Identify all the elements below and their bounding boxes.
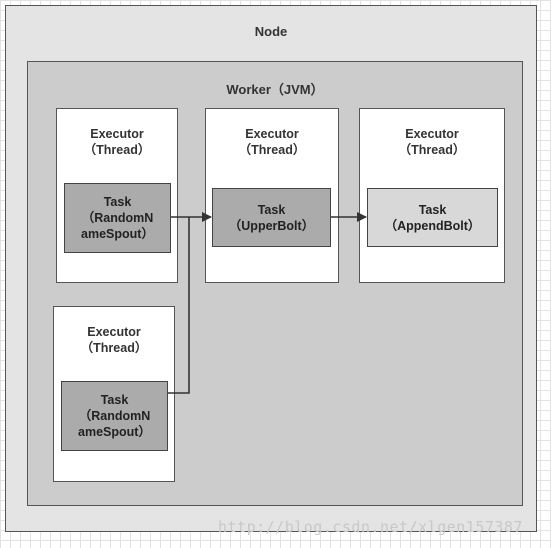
- watermark-url: http://blog.csdn.net/xlgen157387: [218, 518, 523, 536]
- task-name: （UpperBolt）: [228, 218, 315, 233]
- executor-title: Executor （Thread）: [54, 324, 174, 356]
- task-upper-bolt: Task （UpperBolt）: [212, 188, 331, 247]
- executor-thread-label: （Thread）: [80, 341, 148, 355]
- arrow-spout2-to-upperbolt: [168, 217, 190, 394]
- executor-label: Executor: [405, 127, 459, 141]
- task-append-bolt: Task （AppendBolt）: [367, 188, 498, 247]
- task-label: Task: [103, 195, 132, 209]
- worker-title: Worker（JVM）: [226, 82, 324, 97]
- executor-title: Executor （Thread）: [57, 126, 177, 158]
- executor-thread-label: （Thread）: [83, 143, 151, 157]
- executor-thread-label: （Thread）: [238, 143, 306, 157]
- executor-title: Executor （Thread）: [206, 126, 338, 158]
- executor-thread-label: （Thread）: [398, 143, 466, 157]
- executor-label: Executor: [245, 127, 299, 141]
- task-name-line1: （RandomN: [78, 409, 151, 423]
- task-random-name-spout: Task （RandomN ameSpout）: [64, 183, 171, 253]
- executor-label: Executor: [87, 325, 141, 339]
- executor-label: Executor: [90, 127, 144, 141]
- task-name-line2: ameSpout）: [78, 425, 151, 439]
- task-random-name-spout: Task （RandomN ameSpout）: [61, 381, 168, 451]
- node-title: Node: [254, 24, 288, 39]
- task-name: （AppendBolt）: [384, 218, 481, 233]
- task-name-line2: ameSpout）: [81, 227, 154, 241]
- task-label: Task: [257, 202, 286, 217]
- task-label: Task: [418, 202, 447, 217]
- task-name-line1: （RandomN: [81, 211, 154, 225]
- task-label: Task: [100, 393, 129, 407]
- executor-title: Executor （Thread）: [360, 126, 504, 158]
